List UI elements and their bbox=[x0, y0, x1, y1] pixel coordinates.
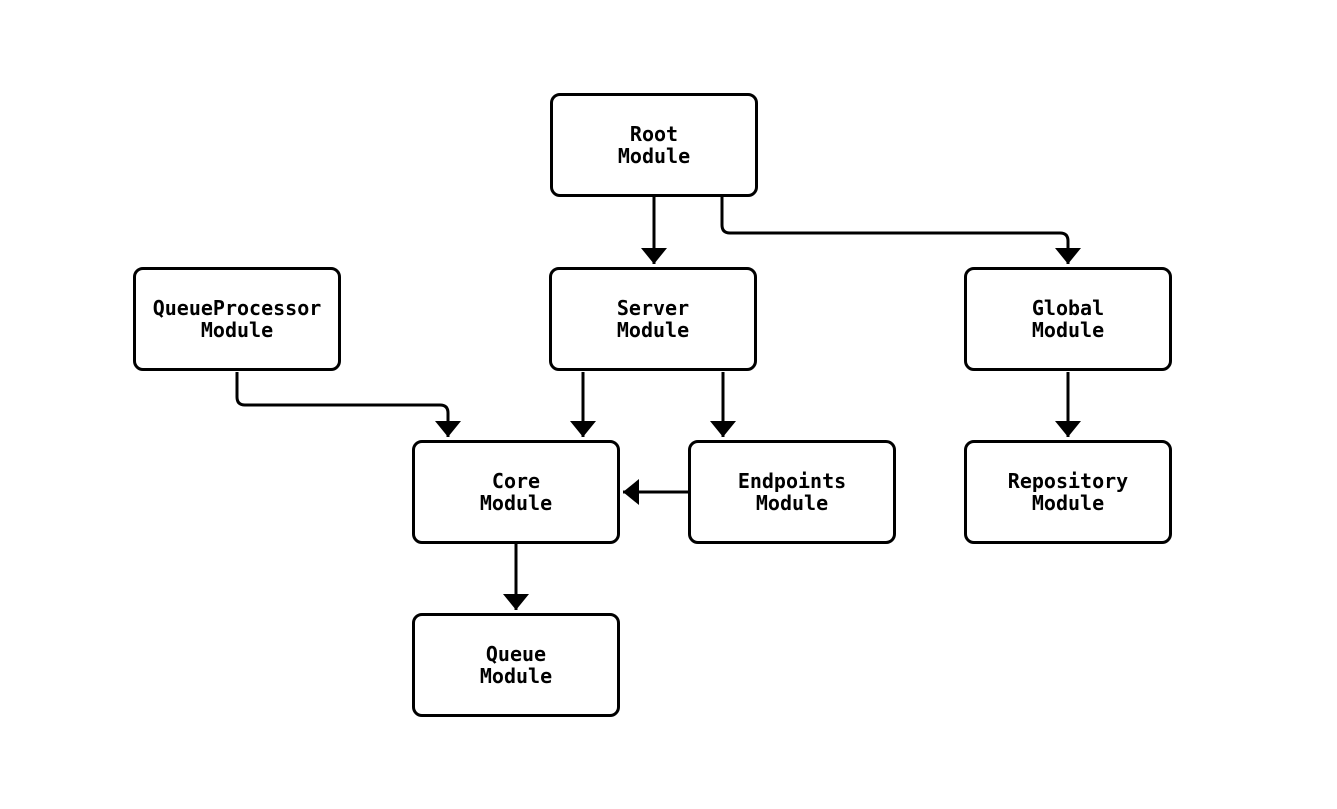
node-label: Module bbox=[755, 491, 829, 515]
node-label: Module bbox=[1031, 318, 1105, 342]
node-global-module: Global Module bbox=[964, 267, 1172, 371]
node-queue-module: Queue Module bbox=[412, 613, 620, 717]
node-queueprocessor-module: QueueProcessor Module bbox=[133, 267, 341, 371]
node-endpoints-module: Endpoints Module bbox=[688, 440, 896, 544]
node-label: Server bbox=[616, 296, 690, 320]
node-label: Module bbox=[617, 144, 691, 168]
node-label: Core bbox=[491, 469, 541, 493]
node-label: QueueProcessor bbox=[152, 296, 322, 320]
node-label: Module bbox=[479, 664, 553, 688]
node-label: Module bbox=[1031, 491, 1105, 515]
edge-root-to-global bbox=[720, 197, 1081, 264]
node-label: Root bbox=[629, 122, 679, 146]
node-label: Global bbox=[1031, 296, 1105, 320]
node-label: Module bbox=[200, 318, 274, 342]
node-label: Repository bbox=[1007, 469, 1129, 493]
node-repository-module: Repository Module bbox=[964, 440, 1172, 544]
node-label: Queue bbox=[485, 642, 547, 666]
node-label: Module bbox=[479, 491, 553, 515]
node-core-module: Core Module bbox=[412, 440, 620, 544]
node-label: Module bbox=[616, 318, 690, 342]
node-server-module: Server Module bbox=[549, 267, 757, 371]
node-root-module: Root Module bbox=[550, 93, 758, 197]
node-label: Endpoints bbox=[737, 469, 847, 493]
edge-queueprocessor-to-core bbox=[235, 372, 461, 437]
